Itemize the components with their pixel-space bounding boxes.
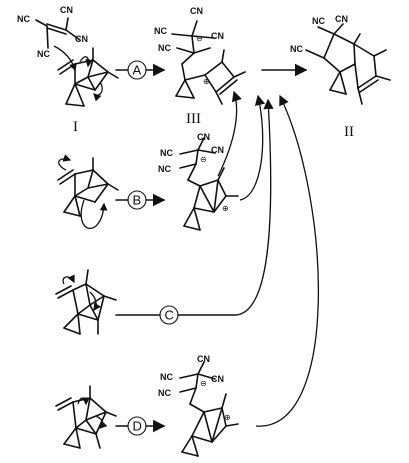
intermediate-D-structure: CN NC CN NC ⊖ ⊕ xyxy=(158,354,239,457)
pathway-C-label: C xyxy=(165,308,174,323)
B-nc-left2: NC xyxy=(158,164,171,174)
arrow-C-to-III xyxy=(235,98,274,316)
arrow-B-to-III-a xyxy=(217,90,242,177)
arrow-B-to-III-b xyxy=(239,94,266,201)
tcne-cn-top: CN xyxy=(60,5,73,15)
D-nc-left2: NC xyxy=(158,388,171,398)
compound-I-structure: I xyxy=(57,47,119,135)
pathway-D: D xyxy=(115,416,166,436)
B-anion: ⊖ xyxy=(200,155,207,164)
compound-label-I: I xyxy=(73,119,78,135)
compound-label-II: II xyxy=(344,124,354,140)
II-nc-left: NC xyxy=(290,44,303,54)
intermediate-III-structure: CN NC NC CN ⊖ ⊕ III xyxy=(154,6,246,127)
arrow-D-to-III xyxy=(255,94,320,427)
B-cation: ⊕ xyxy=(222,204,229,213)
II-nc-top: NC xyxy=(312,16,325,26)
product-II-structure: NC CN NC II xyxy=(290,14,391,140)
III-cation: ⊕ xyxy=(203,77,210,86)
compound-label-III: III xyxy=(186,111,201,127)
pathway-A: A xyxy=(115,60,166,80)
II-cn-top: CN xyxy=(335,14,348,24)
reactant-D-structure xyxy=(55,385,117,449)
tcne-reagent: CN NC CN NC xyxy=(17,5,88,72)
D-cn-top: CN xyxy=(197,354,210,364)
tcne-cn-right: CN xyxy=(75,34,88,44)
III-nc-left2: NC xyxy=(158,43,171,53)
III-cn-right: CN xyxy=(211,31,224,41)
D-nc-left: NC xyxy=(160,372,173,382)
D-cation: ⊕ xyxy=(224,413,231,422)
pathway-A-label: A xyxy=(133,63,142,78)
pathway-B: B xyxy=(115,190,166,210)
reactant-C-structure xyxy=(55,269,117,335)
pathway-C: C xyxy=(115,98,274,325)
pathway-B-label: B xyxy=(133,193,142,208)
III-anion: ⊖ xyxy=(196,34,203,43)
tcne-nc-bottom: NC xyxy=(37,49,50,59)
III-nc-left: NC xyxy=(154,26,167,36)
III-cn-top: CN xyxy=(190,6,203,16)
D-anion: ⊖ xyxy=(200,379,207,388)
B-nc-left: NC xyxy=(160,148,173,158)
pathway-D-label: D xyxy=(133,419,142,434)
reactant-B-structure xyxy=(57,154,119,230)
tcne-nc-left: NC xyxy=(17,14,30,24)
intermediate-B-structure: CN NC CN NC ⊖ ⊕ xyxy=(158,132,239,231)
D-cn-right: CN xyxy=(211,374,224,384)
B-cn-top: CN xyxy=(197,132,210,142)
B-cn-right: CN xyxy=(211,145,224,155)
